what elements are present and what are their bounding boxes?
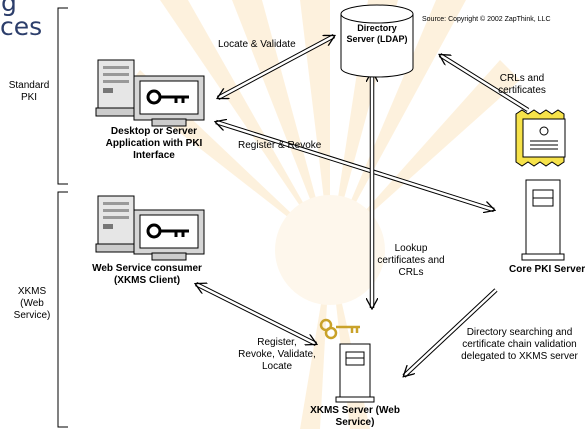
source-credit: Source: Copyright © 2002 ZapThink, LLC — [422, 16, 551, 23]
certificate-icon — [515, 109, 566, 167]
edge-label-register-revoke-validate-locate: Register, Revoke, Validate, Locate — [238, 337, 316, 372]
node-label-webservice: Web Service consumer (XKMS Client) — [92, 263, 202, 286]
gold-key-icon — [319, 318, 360, 340]
edge-label-directory-searching: Directory searching and certificate chai… — [461, 327, 578, 362]
directory-server-cylinder — [340, 4, 414, 78]
client-computer-icon — [95, 195, 205, 261]
standard-pki-bracket — [57, 7, 68, 185]
node-label-desktop: Desktop or Server Application with PKI I… — [105, 126, 203, 161]
edge-label-register-revoke: Register & Revoke — [238, 140, 322, 151]
xkms-server-icon — [335, 343, 375, 403]
edge-label-lookup: Lookup certificates and CRLs — [377, 243, 445, 278]
edge-label-locate-validate: Locate & Validate — [218, 39, 296, 50]
slide-title-line1: g — [1, 0, 17, 17]
client-key-icon — [146, 223, 189, 239]
node-label-xkms: XKMS Server (Web Service) — [310, 405, 400, 428]
group-label-xkms: XKMS (Web Service) — [13, 286, 51, 321]
node-label-corepki: Core PKI Server — [509, 264, 586, 275]
node-label-directory: Directory Server (LDAP) — [346, 23, 408, 44]
edge-label-crls-certificates: CRLs and certificates — [498, 73, 546, 96]
group-label-standard-pki: Standard PKI — [8, 80, 50, 103]
xkms-bracket — [57, 191, 68, 428]
slide-title-line2: ces — [0, 12, 43, 41]
core-pki-server-icon — [521, 179, 565, 261]
key-icon — [146, 89, 189, 105]
desktop-computer-icon — [95, 59, 205, 127]
